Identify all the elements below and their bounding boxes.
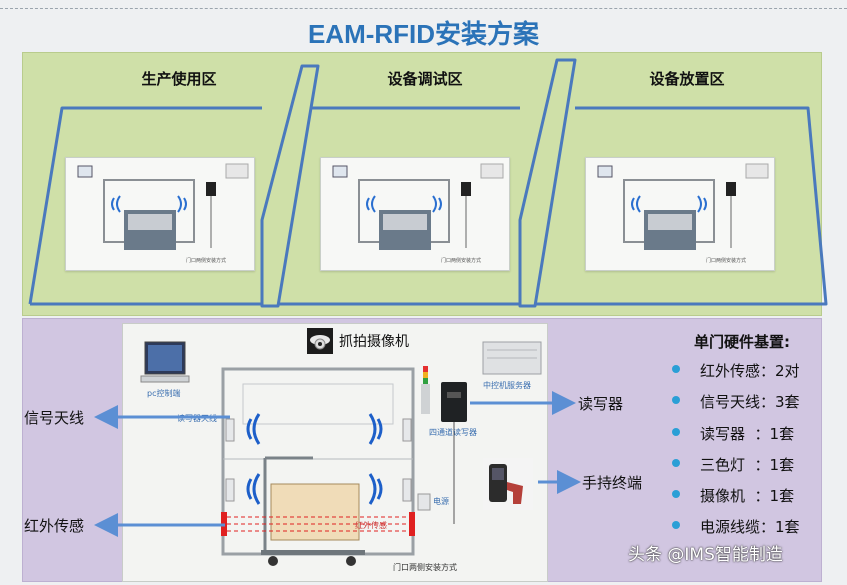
bullet-icon [672, 427, 680, 436]
hardware-list-title: 单门硬件基置: [694, 333, 790, 351]
bullet-icon [672, 521, 680, 530]
photo-caption: 门口两侧安装方式 [186, 257, 226, 264]
door-scene-illustration [140, 341, 542, 566]
watermark: 头条 @IMS智能制造 [628, 545, 783, 565]
zone-label-debugging: 设备调试区 [387, 70, 463, 88]
label-reader: 读写器 [578, 395, 624, 413]
zone-photo-storage: 门口两侧安装方式 [585, 157, 775, 271]
hardware-item-text: 摄像机 ：1套 [700, 487, 795, 506]
zones-frame [28, 58, 828, 308]
photo-caption: 门口两侧安装方式 [706, 257, 746, 264]
hardware-item: 信号天线：3套 [672, 391, 800, 422]
handheld-terminal-icon [483, 458, 533, 510]
zone-photo-production: 门口两侧安装方式 [65, 157, 255, 271]
photo-caption: 门口两侧安装方式 [441, 257, 481, 264]
hardware-list: 红外传感：2对 信号天线：3套 读写器 ：1套 三色灯 ：1套 摄像机 ：1套 … [672, 360, 800, 548]
hardware-item: 摄像机 ：1套 [672, 485, 800, 516]
camera-icon [307, 328, 333, 354]
hardware-item: 三色灯 ：1套 [672, 454, 800, 485]
door-photo-illustration: 门口两侧安装方式 [332, 163, 504, 264]
bullet-icon [672, 458, 680, 467]
top-divider [0, 8, 847, 9]
hardware-item: 红外传感：2对 [672, 360, 800, 391]
zone-photo-debugging: 门口两侧安装方式 [320, 157, 510, 271]
scene-caption: 门口两侧安装方式 [393, 563, 457, 572]
label-infrared-sensor: 红外传感 [24, 517, 85, 535]
hardware-item-text: 红外传感：2对 [700, 362, 800, 380]
door-install-scene: 抓拍摄像机 pc控制端 读写器天线 中控机服务器 四通道读写器 电源 红外传感 … [122, 323, 548, 582]
label-handheld-terminal: 手持终端 [582, 474, 643, 492]
power-label: 电源 [433, 497, 449, 506]
sensor-small-label: 红外传感 [355, 521, 387, 530]
door-photo-illustration: 门口两侧安装方式 [77, 163, 249, 264]
camera-label: 抓拍摄像机 [339, 334, 409, 350]
hardware-item-text: 信号天线：3套 [700, 393, 800, 412]
zone-label-production: 生产使用区 [141, 70, 217, 88]
page-title: EAM-RFID安装方案 [307, 19, 540, 49]
door-photo-illustration: 门口两侧安装方式 [597, 163, 769, 264]
label-signal-antenna: 信号天线 [24, 409, 85, 427]
bullet-icon [672, 490, 680, 499]
pc-label: pc控制端 [147, 389, 181, 398]
hardware-item-text: 电源线缆：1套 [700, 518, 800, 537]
hardware-item-text: 三色灯 ：1套 [700, 455, 795, 474]
zone-label-storage: 设备放置区 [649, 70, 725, 88]
hardware-item-text: 读写器 ：1套 [700, 424, 795, 443]
bullet-icon [672, 365, 680, 373]
hardware-item: 电源线缆：1套 [672, 516, 800, 547]
server-label: 中控机服务器 [483, 381, 531, 390]
bullet-icon [672, 396, 680, 405]
hardware-item: 读写器 ：1套 [672, 423, 800, 454]
reader-small-label: 四通道读写器 [429, 428, 477, 437]
